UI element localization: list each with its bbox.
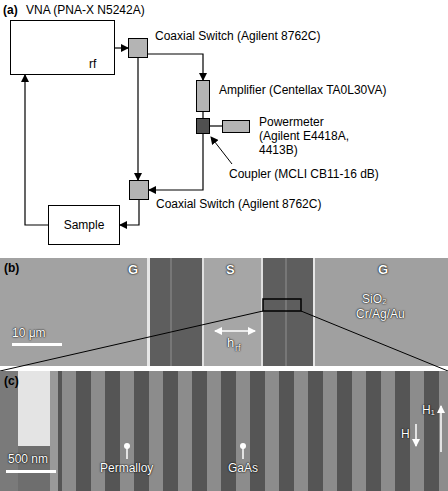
permalloy-stripes: [62, 371, 448, 491]
signal-wire: [210, 125, 222, 126]
node-label: VNA (PNA-X N5242A): [26, 3, 145, 17]
signal-wire: [149, 134, 203, 190]
line-edge: [261, 258, 263, 366]
field-label: H: [401, 427, 410, 441]
material-label: SiO₂: [362, 292, 387, 306]
node-label: Sample: [49, 218, 119, 232]
coupler: Coupler (MCLI CB11-16 dB): [196, 118, 210, 134]
gap: [150, 258, 203, 366]
panel-label: (b): [4, 261, 19, 275]
node-label: Coupler (MCLI CB11-16 dB): [229, 167, 379, 181]
sem-background: [0, 371, 448, 491]
signal-line: [203, 258, 262, 366]
gap-stripe: [170, 258, 172, 366]
pin-marker: [126, 448, 128, 459]
gap: [263, 258, 314, 366]
material-label: Cr/Ag/Au: [356, 307, 405, 321]
scale-label: 10 μm: [12, 326, 46, 340]
zoom-line: [0, 311, 263, 371]
ground-label: G: [128, 262, 138, 277]
sample-box: Sample: [48, 205, 120, 245]
material-label: GaAs: [228, 461, 258, 475]
field-arrow: [415, 424, 417, 446]
line-edge: [313, 258, 315, 366]
scale-label: 500 nm: [8, 452, 48, 466]
signal-wire: [120, 200, 139, 225]
coaxial-switch: Coaxial Switch (Agilent 8762C): [129, 180, 149, 200]
gap-stripe: [285, 258, 287, 366]
signal-wire: [115, 47, 128, 48]
field-arrow: [440, 406, 442, 452]
signal-wire: [137, 58, 138, 180]
signal-label: S: [226, 262, 235, 277]
panel-label: (a): [3, 3, 18, 17]
field-arrow: [215, 330, 255, 332]
node-label: Coaxial Switch (Agilent 8762C): [156, 197, 321, 211]
field-label: H₁: [422, 403, 435, 417]
node-label: Powermeter (Agilent E4418A, 4413B): [259, 115, 359, 157]
field-label: h: [227, 335, 234, 350]
field-subscript: rf: [235, 343, 241, 354]
line-edge: [202, 258, 204, 366]
line-edge: [147, 258, 150, 366]
ground-line: [314, 258, 448, 366]
ground-line: [0, 258, 148, 366]
scale-bar: [12, 343, 62, 346]
ground-label: G: [378, 262, 388, 277]
panel-label: (c): [4, 374, 19, 388]
amplifier: Amplifier (Centellax TA0L30VA): [196, 80, 210, 112]
scale-bar: [6, 470, 56, 473]
powermeter: Powermeter (Agilent E4418A, 4413B): [222, 120, 250, 133]
coaxial-switch: Coaxial Switch (Agilent 8762C): [128, 38, 148, 58]
zoom-box: [263, 299, 301, 311]
signal-wire: [148, 54, 203, 80]
signal-wire: [25, 75, 48, 225]
node-label: Coaxial Switch (Agilent 8762C): [155, 29, 320, 43]
leader-line: [211, 137, 232, 164]
node-label: Amplifier (Centellax TA0L30VA): [219, 83, 386, 97]
material-label: Permalloy: [100, 461, 153, 475]
node-label: rf: [89, 57, 96, 71]
pin-marker: [242, 448, 244, 459]
bright-edge: [18, 371, 50, 446]
vna-box: VNA (PNA-X N5242A)rf: [10, 20, 115, 75]
sem-background: [0, 258, 448, 366]
